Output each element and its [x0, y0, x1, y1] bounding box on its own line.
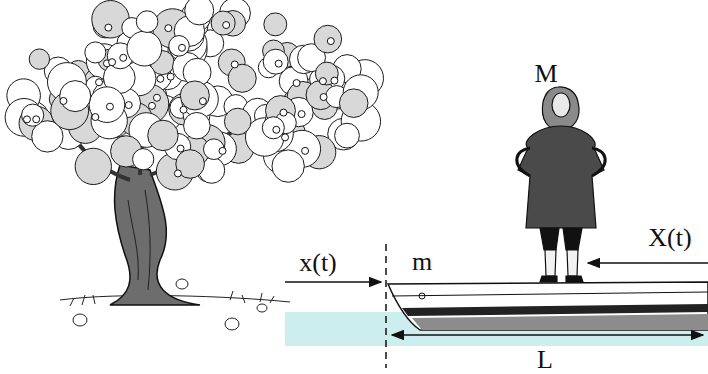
- leaf-cluster: [127, 31, 162, 66]
- leaf-cluster: [339, 89, 368, 118]
- leaf-cluster: [263, 49, 288, 74]
- leaf-cluster: [262, 117, 284, 139]
- apple: [157, 75, 164, 82]
- leaf-cluster: [29, 49, 49, 69]
- symbol-label: L: [537, 347, 553, 373]
- leaf-cluster: [22, 104, 44, 126]
- apple: [280, 109, 287, 116]
- leaf-cluster: [60, 81, 91, 112]
- leaf-cluster: [133, 149, 154, 170]
- apple: [177, 145, 184, 152]
- leaf-cluster: [85, 42, 106, 63]
- apple: [275, 60, 282, 67]
- position-arrow: [588, 262, 708, 264]
- apple: [282, 134, 289, 141]
- leaf-cluster: [228, 64, 256, 92]
- apple: [33, 116, 40, 123]
- apple: [327, 38, 334, 45]
- leaf-cluster: [314, 25, 342, 53]
- leaf-cluster: [169, 36, 190, 57]
- leaf-cluster: [224, 108, 251, 135]
- position-arrow: [285, 281, 381, 283]
- tree-canopy: [5, 0, 383, 190]
- apple: [331, 77, 338, 84]
- symbol-label: X(t): [648, 225, 691, 251]
- leaf-cluster: [335, 123, 360, 148]
- apple: [105, 24, 112, 31]
- apple: [320, 94, 327, 101]
- apple: [109, 59, 116, 66]
- leaf-cluster: [180, 81, 209, 110]
- man-figure: [517, 87, 605, 282]
- apple: [302, 147, 309, 154]
- apple: [167, 73, 174, 80]
- apple: [125, 102, 132, 109]
- apple: [298, 111, 305, 118]
- leaf-cluster: [211, 11, 235, 35]
- apple: [219, 147, 226, 154]
- leaf-cluster: [264, 13, 287, 36]
- symbol-label: m: [412, 249, 432, 275]
- apple: [120, 54, 127, 61]
- apple: [153, 94, 160, 101]
- length-dimension: [392, 334, 703, 336]
- apple: [199, 98, 206, 105]
- leaf-cluster: [184, 112, 211, 139]
- water: [285, 312, 708, 346]
- apple: [223, 22, 230, 29]
- apple: [60, 97, 67, 104]
- apple: [319, 78, 326, 85]
- leaf-cluster: [272, 150, 304, 182]
- leaf-cluster: [315, 62, 338, 85]
- apple: [106, 103, 113, 110]
- apple: [178, 44, 185, 51]
- apple: [165, 25, 172, 32]
- leaf-cluster: [75, 148, 111, 184]
- reference-line: [385, 244, 387, 368]
- apple: [96, 79, 103, 86]
- leaf-cluster: [136, 11, 158, 33]
- symbol-label: x(t): [299, 250, 337, 276]
- apple: [23, 116, 30, 123]
- apple: [148, 102, 155, 109]
- apple: [293, 80, 300, 87]
- apple: [180, 106, 187, 113]
- symbol-label: M: [534, 61, 557, 87]
- tree-trunk: [70, 80, 250, 305]
- leaf-cluster: [148, 120, 178, 150]
- apple: [273, 126, 280, 133]
- boat: [388, 282, 708, 330]
- leaf-cluster: [185, 0, 214, 25]
- apple: [231, 61, 238, 68]
- apple: [174, 170, 181, 177]
- apple: [92, 114, 99, 121]
- leaf-cluster: [89, 87, 125, 123]
